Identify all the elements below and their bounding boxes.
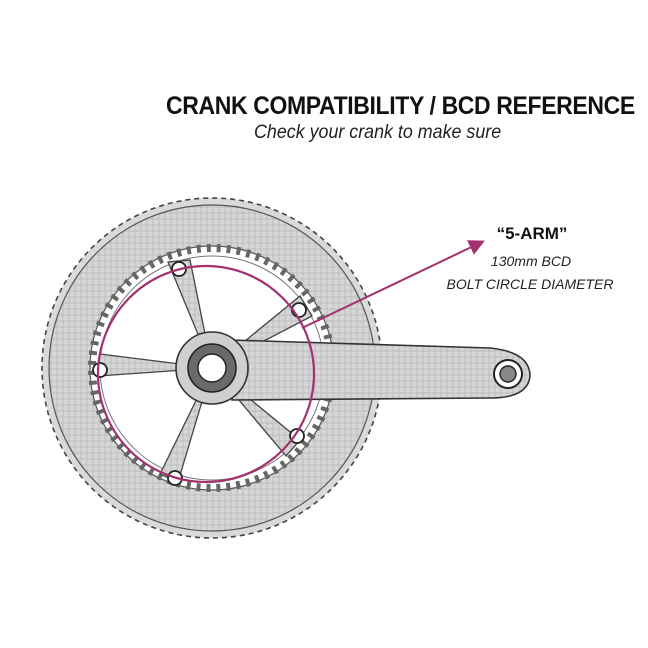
bcd-description-label: BOLT CIRCLE DIAMETER <box>446 276 614 292</box>
bcd-circle <box>96 264 316 484</box>
spindle <box>175 331 249 405</box>
page-title: CRANK COMPATIBILITY / BCD REFERENCE <box>166 92 635 120</box>
arm-count-label: “5-ARM” <box>496 224 568 243</box>
bcd-callout: “5-ARM” 130mm BCD BOLT CIRCLE DIAMETER <box>440 224 630 296</box>
callout-arrow-icon <box>301 240 485 329</box>
crank-arm <box>229 339 531 401</box>
page-subtitle: Check your crank to make sure <box>254 122 502 143</box>
bcd-value-label: 130mm BCD <box>490 253 572 269</box>
